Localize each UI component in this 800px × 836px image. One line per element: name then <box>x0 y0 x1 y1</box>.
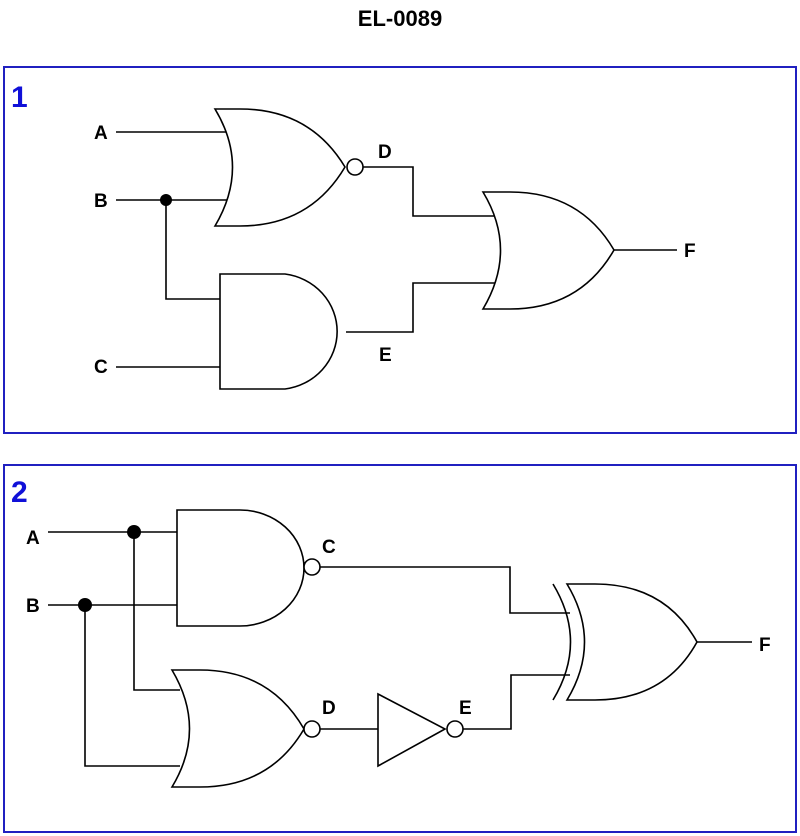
output-label-f: F <box>759 635 771 656</box>
wire-a-to-nor <box>133 532 180 691</box>
input-label-b: B <box>26 596 40 617</box>
not-gate <box>377 692 447 768</box>
or-gate <box>481 191 615 310</box>
output-label-e: E <box>379 345 392 366</box>
input-label-c: C <box>94 357 108 378</box>
output-label-c: C <box>322 537 336 558</box>
circuit-1-frame <box>3 66 797 434</box>
input-label-b: B <box>94 191 108 212</box>
output-label-d: D <box>378 142 392 163</box>
output-label-d: D <box>322 698 336 719</box>
wire-e <box>346 282 495 333</box>
wire-d <box>362 166 495 217</box>
input-label-a: A <box>94 123 108 144</box>
xor-gate <box>565 583 698 701</box>
nor-bubble <box>303 720 321 738</box>
not-bubble <box>446 720 464 738</box>
diagram-title: EL-0089 <box>357 6 443 31</box>
circuit-1-number: 1 <box>11 81 28 114</box>
circuit-2-number: 2 <box>11 476 28 509</box>
wire-b-to-and <box>165 200 220 300</box>
nor-gate <box>213 108 346 227</box>
junction-dot <box>127 525 141 539</box>
circuit-2-frame <box>3 464 797 833</box>
output-label-e: E <box>459 698 472 719</box>
output-label-f: F <box>684 241 696 262</box>
nor-gate <box>170 669 305 788</box>
junction-dot <box>78 598 92 612</box>
nand-bubble <box>303 558 321 576</box>
circuit-2: 2 A B C D E F <box>3 464 797 833</box>
input-label-a: A <box>26 528 40 549</box>
wire-e <box>463 674 570 730</box>
wire-c <box>320 566 570 614</box>
nor-bubble <box>346 158 364 176</box>
nand-gate <box>176 509 305 627</box>
circuit-1: 1 A B C D E F <box>3 66 797 434</box>
and-gate <box>219 273 338 390</box>
wire-b-to-nor <box>84 605 180 767</box>
xor-input-arc <box>552 583 572 701</box>
junction-dot <box>160 194 172 206</box>
